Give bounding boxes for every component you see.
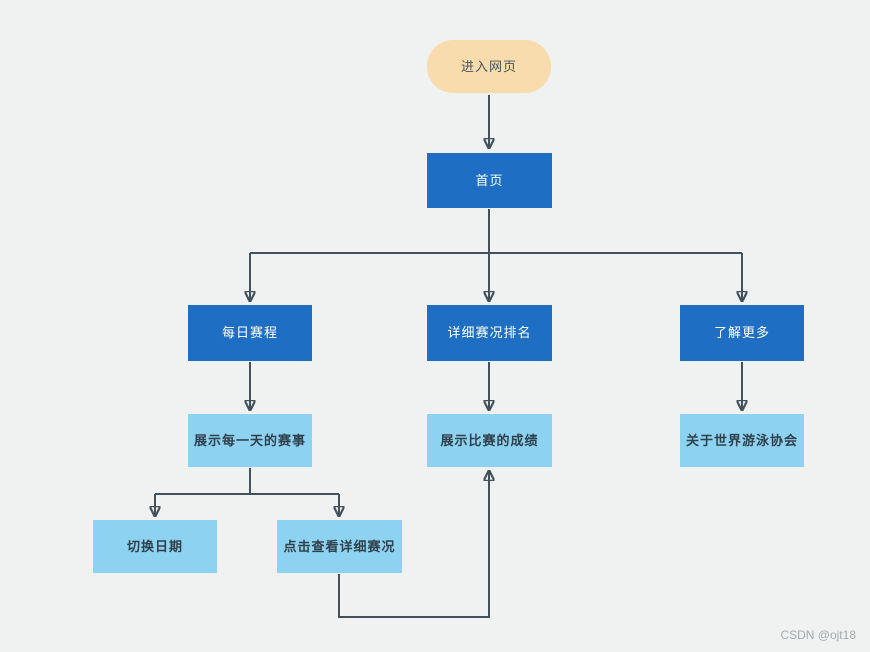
node-about-association: 关于世界游泳协会 bbox=[680, 414, 804, 467]
node-daily-schedule: 每日赛程 bbox=[188, 305, 312, 361]
node-switch-date: 切换日期 bbox=[93, 520, 217, 573]
node-detailed-rankings: 详细赛况排名 bbox=[427, 305, 552, 361]
node-view-details: 点击查看详细赛况 bbox=[277, 520, 402, 573]
node-enter-webpage: 进入网页 bbox=[427, 40, 551, 93]
node-homepage: 首页 bbox=[427, 153, 552, 208]
node-show-results: 展示比赛的成绩 bbox=[427, 414, 552, 467]
node-learn-more: 了解更多 bbox=[680, 305, 804, 361]
edge-viewdetails-showresults bbox=[338, 471, 489, 618]
node-show-daily-events: 展示每一天的赛事 bbox=[188, 414, 312, 467]
csdn-watermark: CSDN @ojt18 bbox=[780, 628, 856, 642]
